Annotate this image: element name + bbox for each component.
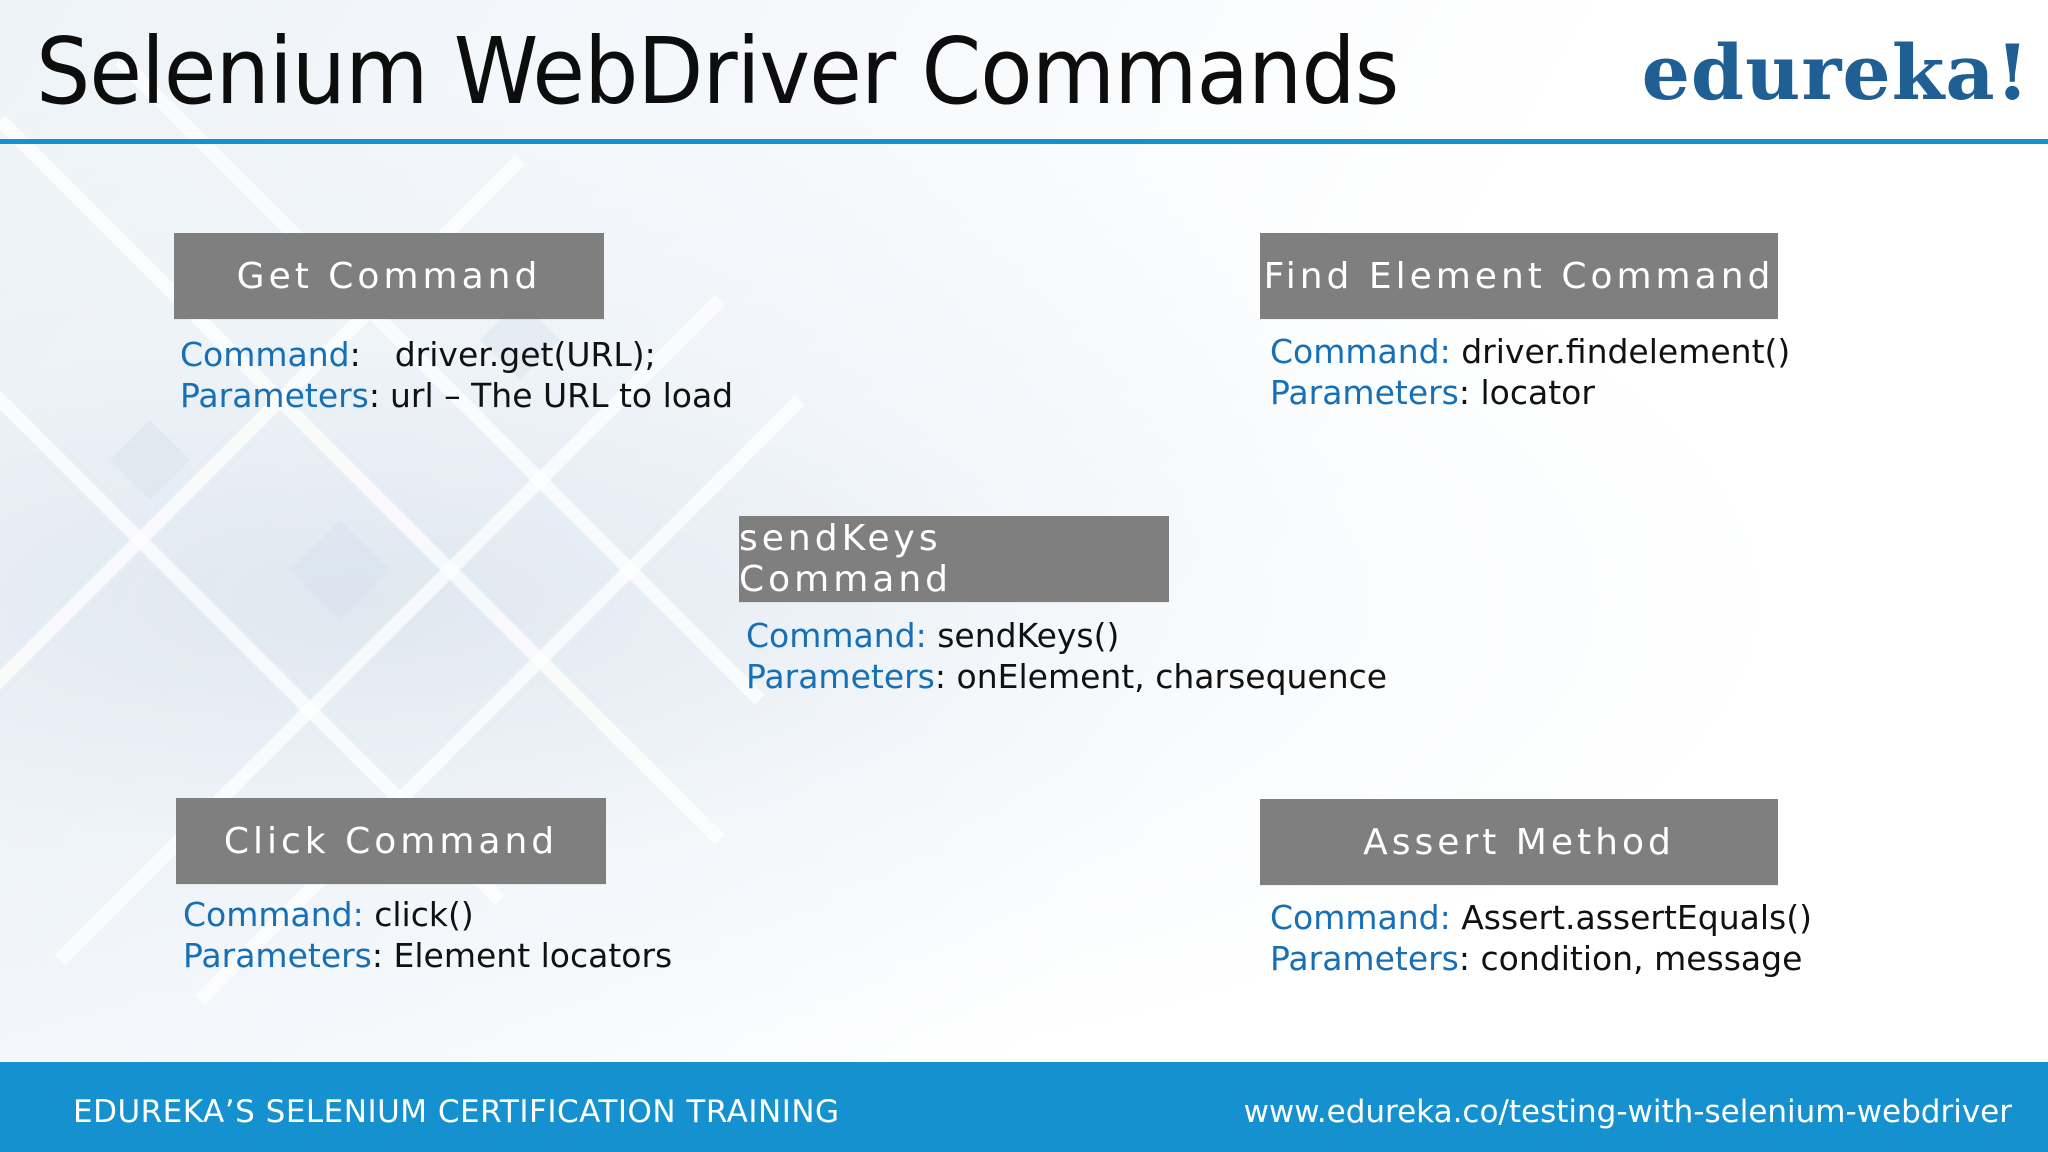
parameters-separator: : xyxy=(1458,373,1471,412)
assert-method-header: Assert Method xyxy=(1260,799,1778,885)
footer-course-title: EDUREKA’S SELENIUM CERTIFICATION TRAININ… xyxy=(73,1094,840,1130)
parameters-value: condition, message xyxy=(1480,939,1803,978)
parameters-value: locator xyxy=(1480,373,1595,412)
command-row: Command: sendKeys() xyxy=(746,615,1387,656)
title-divider xyxy=(0,139,2048,144)
get-command-header: Get Command xyxy=(174,233,604,319)
get-command-details: Command:driver.get(URL); Parameters:url … xyxy=(180,334,733,416)
command-row: Command: Assert.assertEquals() xyxy=(1270,897,1812,938)
parameters-row: Parameters:url – The URL to load xyxy=(180,375,733,416)
command-label: Command: xyxy=(183,895,364,934)
click-command-header: Click Command xyxy=(176,798,606,884)
command-value: sendKeys() xyxy=(937,616,1120,655)
find-element-command-details: Command: driver.findelement() Parameters… xyxy=(1270,331,1790,413)
command-row: Command: driver.get(URL); xyxy=(180,334,733,375)
page-title: Selenium WebDriver Commands xyxy=(36,18,1399,125)
parameters-separator: : xyxy=(1458,939,1471,978)
parameters-label: Parameters xyxy=(1270,373,1459,412)
footer-url[interactable]: www.edureka.co/testing-with-selenium-web… xyxy=(1243,1094,2012,1130)
parameters-row: Parameters: onElement, charsequence xyxy=(746,656,1387,697)
find-element-command-header: Find Element Command xyxy=(1260,233,1778,319)
parameters-separator: : xyxy=(368,376,381,415)
edureka-logo: edureka! xyxy=(1641,28,2030,117)
sendkeys-command-details: Command: sendKeys() Parameters: onElemen… xyxy=(746,615,1387,697)
parameters-separator: : xyxy=(371,936,384,975)
command-label: Command: xyxy=(746,616,927,655)
parameters-row: Parameters: locator xyxy=(1270,372,1790,413)
command-value: driver.get(URL); xyxy=(394,335,656,374)
parameters-row: Parameters: Element locators xyxy=(183,935,672,976)
parameters-row: Parameters: condition, message xyxy=(1270,938,1812,979)
parameters-label: Parameters xyxy=(183,936,372,975)
click-command-details: Command: click() Parameters: Element loc… xyxy=(183,894,672,976)
command-label: Command xyxy=(180,335,350,374)
command-value: click() xyxy=(374,895,474,934)
command-value: Assert.assertEquals() xyxy=(1461,898,1812,937)
command-label: Command: xyxy=(1270,332,1451,371)
assert-method-details: Command: Assert.assertEquals() Parameter… xyxy=(1270,897,1812,979)
parameters-label: Parameters xyxy=(1270,939,1459,978)
parameters-separator: : xyxy=(934,657,947,696)
command-value: driver.findelement() xyxy=(1461,332,1791,371)
command-label: Command: xyxy=(1270,898,1451,937)
parameters-value: onElement, charsequence xyxy=(956,657,1388,696)
footer-bar xyxy=(0,1062,2048,1152)
sendkeys-command-header: sendKeys Command xyxy=(739,516,1169,602)
command-row: Command: driver.findelement() xyxy=(1270,331,1790,372)
command-separator: : xyxy=(349,335,361,374)
parameters-label: Parameters xyxy=(746,657,935,696)
parameters-value: url – The URL to load xyxy=(390,376,734,415)
parameters-value: Element locators xyxy=(393,936,673,975)
parameters-label: Parameters xyxy=(180,376,369,415)
command-row: Command: click() xyxy=(183,894,672,935)
